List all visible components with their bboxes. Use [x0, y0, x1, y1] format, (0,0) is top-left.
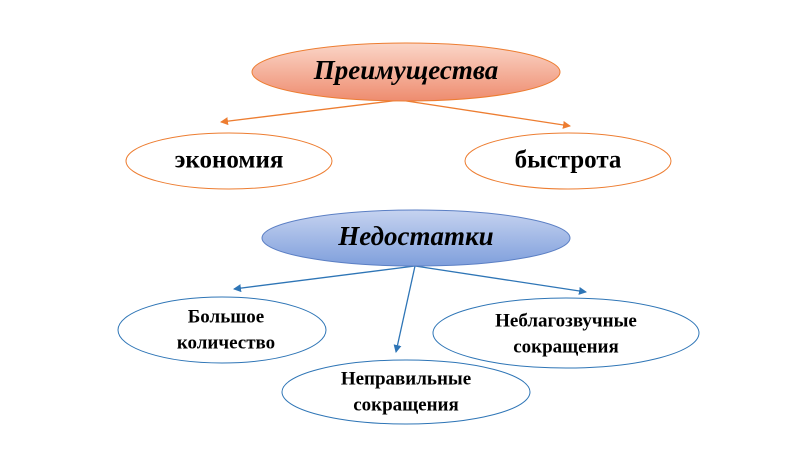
- arrow-to-speed: [399, 99, 571, 129]
- advantage-item-speed: быстрота: [464, 132, 672, 190]
- disadvantage-item-cacophonous-abbr-line1: Неблагозвучные: [495, 310, 637, 331]
- disadvantage-item-wrong-abbr-line2: сокращения: [353, 394, 459, 415]
- arrow-to-economy: [220, 99, 401, 126]
- advantage-item-economy-label: экономия: [175, 147, 284, 174]
- disadvantage-item-large-amount-line1: Большое: [188, 306, 265, 327]
- advantages-node: Преимущества: [251, 42, 561, 102]
- advantages-title: Преимущества: [313, 55, 498, 85]
- disadvantage-item-wrong-abbr: Неправильные сокращения: [281, 359, 531, 425]
- disadvantages-node: Недостатки: [261, 209, 571, 267]
- arrow-to-wrong-abbr: [393, 265, 416, 353]
- disadvantage-item-wrong-abbr-line1: Неправильные: [341, 368, 471, 389]
- arrow-to-large-amount: [233, 265, 416, 293]
- advantage-item-speed-label: быстрота: [515, 147, 622, 174]
- advantage-item-economy: экономия: [125, 132, 333, 190]
- arrow-to-cacophonous-abbr: [414, 265, 587, 295]
- disadvantage-item-large-amount: Большое количество: [117, 296, 327, 364]
- disadvantage-item-cacophonous-abbr: Неблагозвучные сокращения: [432, 297, 700, 369]
- disadvantages-title: Недостатки: [337, 221, 493, 251]
- disadvantage-item-large-amount-line2: количество: [177, 332, 275, 353]
- disadvantage-item-cacophonous-abbr-line2: сокращения: [513, 336, 619, 357]
